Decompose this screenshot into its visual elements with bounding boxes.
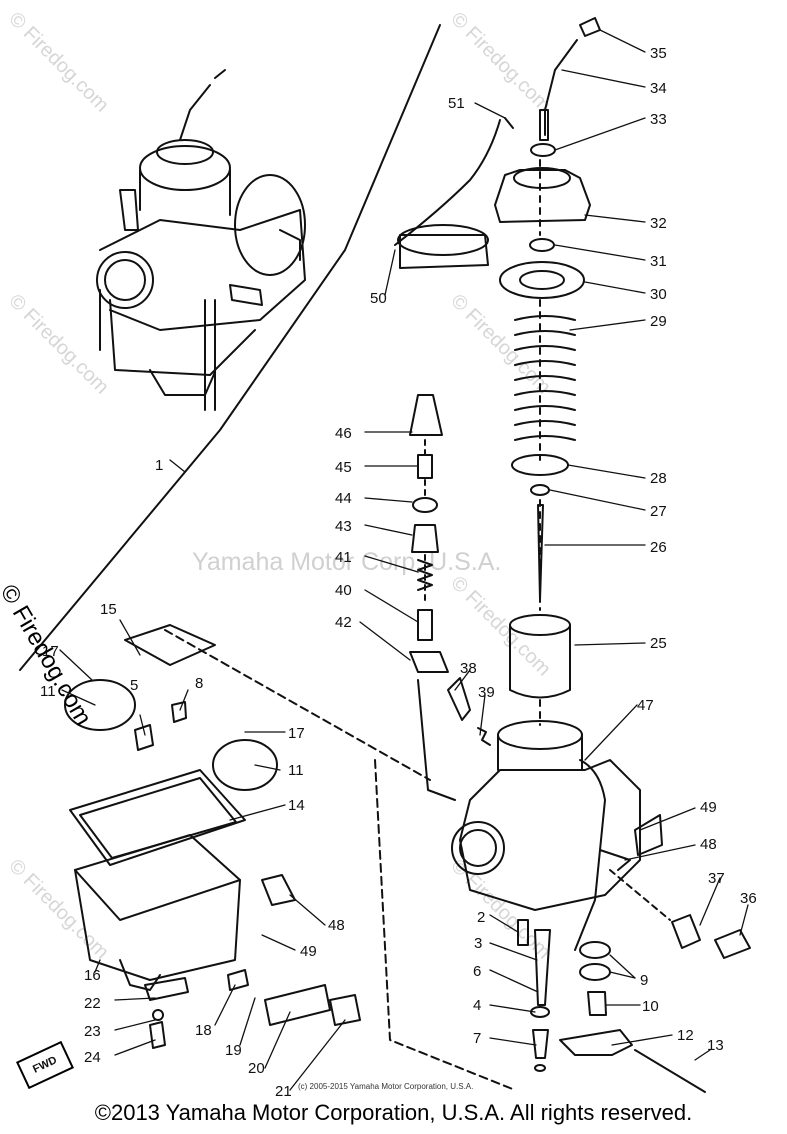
callout-29: 29 xyxy=(650,313,667,330)
axis-pilot xyxy=(609,869,671,921)
callout-34: 34 xyxy=(650,80,667,97)
float-bowl-drawing xyxy=(64,624,361,1049)
callout-28: 28 xyxy=(650,470,667,487)
callout-39: 39 xyxy=(478,684,495,701)
guide-line-lower xyxy=(374,759,516,1091)
carb-body-drawing xyxy=(451,720,751,1093)
callout-16: 16 xyxy=(84,967,101,984)
callout-27: 27 xyxy=(650,503,667,520)
callout-24: 24 xyxy=(84,1049,101,1066)
jet-stack-drawing xyxy=(409,394,491,746)
callout-13: 13 xyxy=(707,1037,724,1054)
callout-10: 10 xyxy=(642,998,659,1015)
callout-8: 8 xyxy=(195,675,203,692)
callout-44: 44 xyxy=(335,490,352,507)
callout-46: 46 xyxy=(335,425,352,442)
leader-lines xyxy=(59,29,749,1091)
callout-38: 38 xyxy=(460,660,477,677)
callout-49-left: 49 xyxy=(300,943,317,960)
callout-3: 3 xyxy=(474,935,482,952)
callout-21: 21 xyxy=(275,1083,292,1100)
callout-17-left: 17 xyxy=(42,643,59,660)
callout-40: 40 xyxy=(335,582,352,599)
callout-50: 50 xyxy=(370,290,387,307)
jet-guide xyxy=(417,679,456,801)
callout-31: 31 xyxy=(650,253,667,270)
callout-6: 6 xyxy=(473,963,481,980)
callout-7: 7 xyxy=(473,1030,481,1047)
callout-51: 51 xyxy=(448,95,465,112)
guide-line-bowl xyxy=(164,629,431,781)
callout-35: 35 xyxy=(650,45,667,62)
callout-26: 26 xyxy=(650,539,667,556)
callout-23: 23 xyxy=(84,1023,101,1040)
callout-1: 1 xyxy=(155,457,163,474)
watermark-center: Yamaha Motor Corp, U.S.A. xyxy=(192,548,502,576)
callout-15: 15 xyxy=(100,601,117,618)
callout-5: 5 xyxy=(130,677,138,694)
callout-4: 4 xyxy=(473,997,481,1014)
callout-36: 36 xyxy=(740,890,757,907)
callout-22: 22 xyxy=(84,995,101,1012)
callout-9: 9 xyxy=(640,972,648,989)
callout-42: 42 xyxy=(335,614,352,631)
leader-line-1 xyxy=(19,24,441,671)
callout-25: 25 xyxy=(650,635,667,652)
small-copyright: (c) 2005-2015 Yamaha Motor Corporation, … xyxy=(298,1082,474,1091)
callout-37: 37 xyxy=(708,870,725,887)
callout-45: 45 xyxy=(335,459,352,476)
callout-33: 33 xyxy=(650,111,667,128)
callout-14: 14 xyxy=(288,797,305,814)
callout-49-right: 49 xyxy=(700,799,717,816)
callout-labels: 1 2 3 4 5 6 7 8 9 10 11 11 12 13 14 15 1… xyxy=(40,45,757,1100)
callout-2: 2 xyxy=(477,909,485,926)
callout-17-right: 17 xyxy=(288,725,305,742)
callout-43: 43 xyxy=(335,518,352,535)
footer-copyright: ©2013 Yamaha Motor Corporation, U.S.A. A… xyxy=(94,1100,693,1125)
assembled-carburetor-drawing xyxy=(96,69,306,411)
callout-20: 20 xyxy=(248,1060,265,1077)
callout-47: 47 xyxy=(637,697,654,714)
callout-19: 19 xyxy=(225,1042,242,1059)
callout-11-left: 11 xyxy=(40,683,56,700)
callout-11-right: 11 xyxy=(288,762,304,779)
callout-48-right: 48 xyxy=(700,836,717,853)
callout-48-left: 48 xyxy=(328,917,345,934)
callout-32: 32 xyxy=(650,215,667,232)
callout-18: 18 xyxy=(195,1022,212,1039)
callout-41: 41 xyxy=(335,549,352,566)
callout-30: 30 xyxy=(650,286,667,303)
callout-12: 12 xyxy=(677,1027,694,1044)
